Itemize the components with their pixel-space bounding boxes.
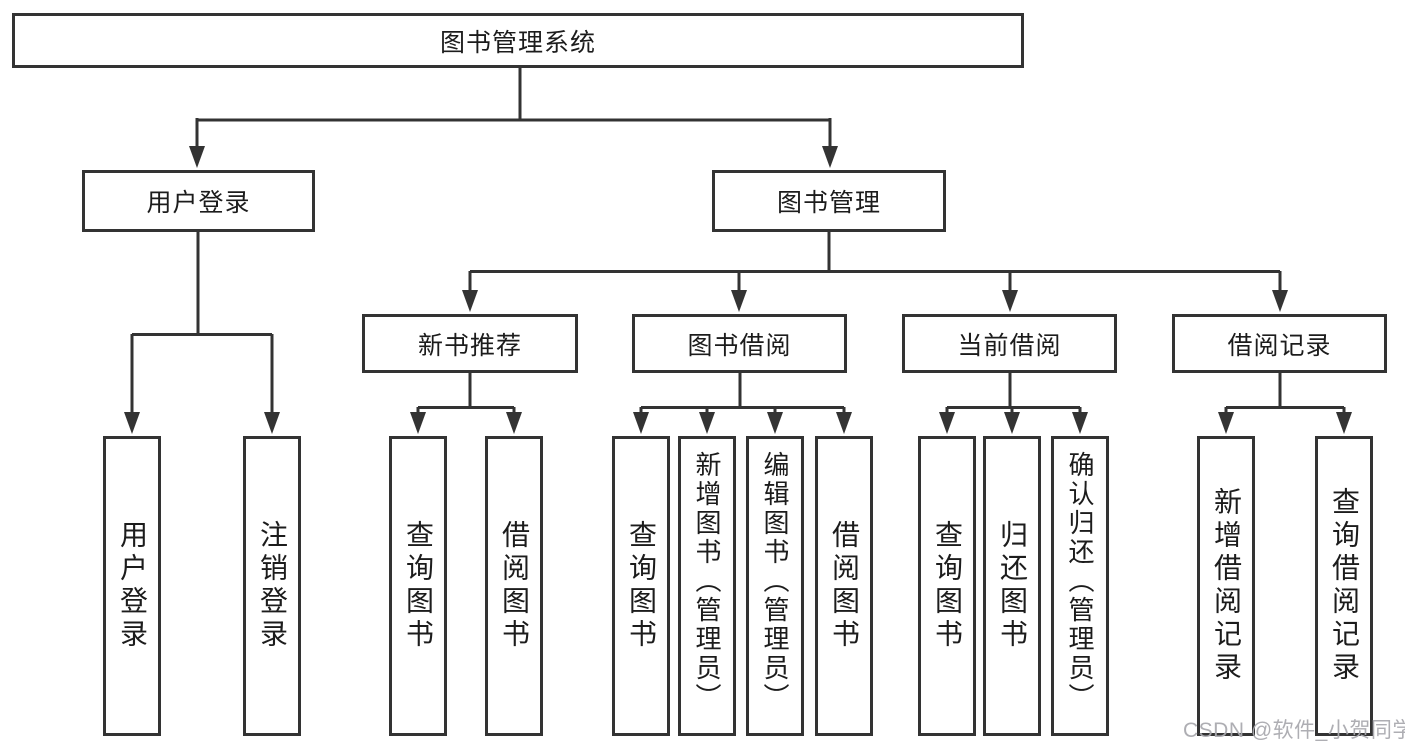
node-user-login: 用户登录: [82, 170, 315, 232]
node-book-management: 图书管理: [712, 170, 946, 232]
leaf-query-borrow-record-label: 查询借阅记录: [1329, 487, 1360, 685]
leaf-borrow-books-2: 借阅图书: [815, 436, 873, 736]
leaf-query-books-3: 查询图书: [918, 436, 976, 736]
node-new-book-recommend-label: 新书推荐: [417, 331, 522, 360]
watermark: CSDN @软件_小贺同学: [1183, 719, 1405, 742]
leaf-query-books-2: 查询图书: [612, 436, 670, 736]
leaf-add-book-admin: 新增图书（管理员）: [678, 436, 736, 736]
leaf-confirm-return-admin-label: 确认归还（管理员）: [1065, 451, 1095, 712]
leaf-add-borrow-record: 新增借阅记录: [1197, 436, 1255, 736]
node-book-borrowing: 图书借阅: [632, 314, 847, 373]
leaf-user-login-label: 用户登录: [117, 520, 148, 652]
leaf-add-book-admin-label: 新增图书（管理员）: [692, 451, 722, 712]
node-borrowing-records: 借阅记录: [1172, 314, 1387, 373]
leaf-query-books-1-label: 查询图书: [403, 520, 434, 652]
leaf-confirm-return-admin: 确认归还（管理员）: [1051, 436, 1109, 736]
leaf-add-borrow-record-label: 新增借阅记录: [1211, 487, 1242, 685]
leaf-return-books-label: 归还图书: [997, 520, 1028, 652]
leaf-user-login: 用户登录: [103, 436, 161, 736]
leaf-borrow-books-2-label: 借阅图书: [829, 520, 860, 652]
leaf-logout-label: 注销登录: [257, 520, 288, 652]
leaf-query-borrow-record: 查询借阅记录: [1315, 436, 1373, 736]
node-new-book-recommend: 新书推荐: [362, 314, 578, 373]
leaf-logout: 注销登录: [243, 436, 301, 736]
node-book-management-label: 图书管理: [776, 189, 881, 217]
node-root-label: 图书管理系统: [439, 28, 596, 57]
node-book-borrowing-label: 图书借阅: [687, 331, 792, 360]
node-borrowing-records-label: 借阅记录: [1227, 331, 1332, 360]
node-user-login-label: 用户登录: [146, 189, 251, 217]
node-current-borrowing-label: 当前借阅: [957, 331, 1062, 360]
leaf-borrow-books-1: 借阅图书: [485, 436, 543, 736]
leaf-query-books-1: 查询图书: [389, 436, 447, 736]
leaf-edit-book-admin-label: 编辑图书（管理员）: [760, 451, 790, 712]
leaf-return-books: 归还图书: [983, 436, 1041, 736]
leaf-query-books-2-label: 查询图书: [626, 520, 657, 652]
leaf-query-books-3-label: 查询图书: [932, 520, 963, 652]
leaf-edit-book-admin: 编辑图书（管理员）: [746, 436, 804, 736]
leaf-borrow-books-1-label: 借阅图书: [499, 520, 530, 652]
node-current-borrowing: 当前借阅: [902, 314, 1117, 373]
node-root: 图书管理系统: [12, 13, 1024, 68]
